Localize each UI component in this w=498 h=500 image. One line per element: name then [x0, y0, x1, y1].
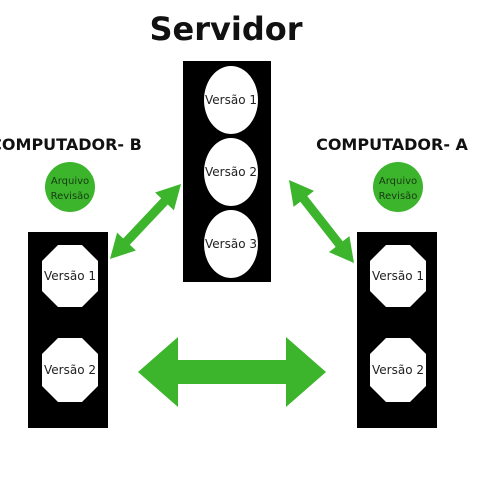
arrow-server-computer-a-icon [289, 180, 354, 263]
arrow-computer-b-computer-a-icon [138, 337, 326, 407]
computer-a-version-2-label: Versão 2 [372, 363, 424, 377]
server-version-2-label: Versão 2 [205, 165, 257, 179]
computer-a-version-2-node [370, 338, 426, 402]
server-version-2-node [204, 138, 258, 206]
diagram-title: Servidor [149, 10, 302, 48]
computer-b-label: COMPUTADOR- B [0, 135, 142, 154]
computer-b-badge-circle [45, 162, 95, 212]
computer-b-badge-line-2: Revisão [51, 191, 90, 202]
computer-a-badge-line-1: Arquivo [379, 176, 417, 187]
computer-b-block: Versão 1 Versão 2 [28, 232, 108, 428]
computer-a-badge-circle [373, 162, 423, 212]
computer-b-badge: Arquivo Revisão [45, 162, 95, 212]
arrow-server-computer-b-icon [110, 184, 181, 259]
computer-a-badge: Arquivo Revisão [373, 162, 423, 212]
computer-b-version-1-label: Versão 1 [44, 269, 96, 283]
computer-b-version-2-node [42, 338, 98, 402]
computer-a-version-1-label: Versão 1 [372, 269, 424, 283]
server-version-1-label: Versão 1 [205, 93, 257, 107]
computer-b-version-2-label: Versão 2 [44, 363, 96, 377]
server-version-3-label: Versão 3 [205, 237, 257, 251]
server-version-3-node [204, 210, 258, 278]
computer-a-version-1-node [370, 245, 426, 307]
computer-a-block: Versão 1 Versão 2 [357, 232, 437, 428]
server-block: Versão 1 Versão 2 Versão 3 [183, 61, 271, 282]
computer-a-badge-line-2: Revisão [379, 191, 418, 202]
computer-a-label: COMPUTADOR- A [316, 135, 468, 154]
server-version-1-node [204, 66, 258, 134]
computer-b-badge-line-1: Arquivo [51, 176, 89, 187]
computer-b-version-1-node [42, 245, 98, 307]
